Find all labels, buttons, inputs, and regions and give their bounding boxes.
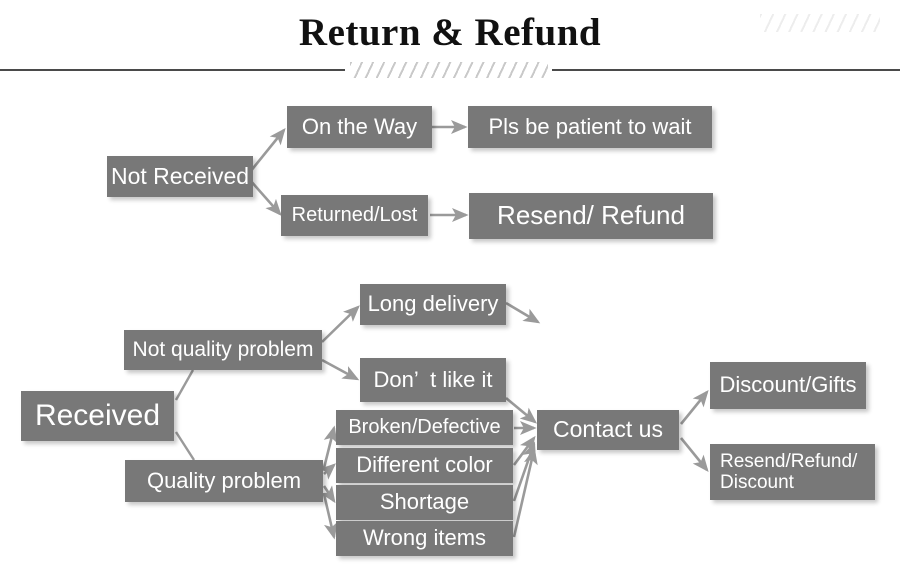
node-different-color[interactable]: Different color (336, 448, 513, 483)
page-title: Return & Refund (298, 11, 602, 54)
divider-rule-left (0, 69, 345, 71)
node-wrong-items[interactable]: Wrong items (336, 521, 513, 556)
node-shortage[interactable]: Shortage (336, 485, 513, 520)
node-returned-lost[interactable]: Returned/Lost (281, 195, 428, 236)
divider-rule-right (552, 69, 900, 71)
node-contact-us[interactable]: Contact us (537, 410, 679, 450)
node-resend-refund-discount[interactable]: Resend/Refund/ Discount (710, 444, 875, 500)
node-not-received[interactable]: Not Received (107, 156, 253, 197)
node-broken-defective[interactable]: Broken/Defective (336, 410, 513, 445)
node-resend-refund[interactable]: Resend/ Refund (469, 193, 713, 239)
hatched-divider-faint-icon (760, 14, 880, 32)
node-long-delivery[interactable]: Long delivery (360, 284, 506, 325)
node-quality-problem[interactable]: Quality problem (125, 460, 323, 502)
header-divider (0, 62, 900, 78)
node-pls-be-patient-to-wait[interactable]: Pls be patient to wait (468, 106, 712, 148)
node-dont-like-it[interactable]: Don’ t like it (360, 358, 506, 402)
node-on-the-way[interactable]: On the Way (287, 106, 432, 148)
node-discount-gifts[interactable]: Discount/Gifts (710, 362, 866, 409)
hatched-divider-icon (350, 62, 548, 78)
node-not-quality-problem[interactable]: Not quality problem (124, 330, 322, 370)
node-received[interactable]: Received (21, 391, 174, 441)
